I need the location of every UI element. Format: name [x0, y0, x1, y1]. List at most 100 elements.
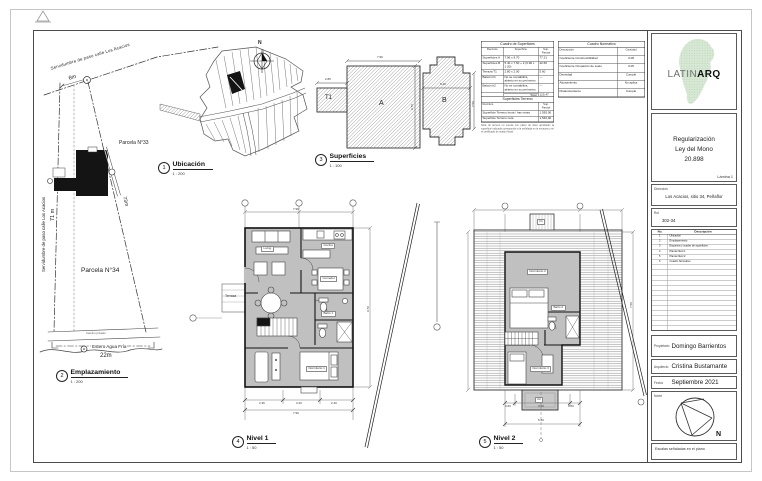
logo-wordmark: LATINARQ — [652, 69, 736, 80]
callout-number: 2 — [56, 370, 68, 382]
table-cell: No aplica — [617, 81, 645, 89]
superficies-terreno-table: Superficies Terreno Recintos Sup. Parcia… — [481, 96, 554, 134]
index-row-empty — [652, 265, 736, 271]
index-desc: Planta Nivel 1 — [669, 249, 686, 253]
norte-label: Norte — [654, 393, 663, 398]
parcela-33-label: Parcela N°33 — [119, 140, 149, 146]
project-line2: Ley del Mono — [675, 145, 713, 153]
logo-arq: ARQ — [697, 69, 721, 80]
title-block: LATINARQ Regularización Ley del Mono 20.… — [648, 31, 742, 463]
total-label: Total — [503, 92, 539, 98]
callout-number: 5 — [479, 436, 491, 448]
direccion-value: Los Acacios, sitio 34, Peñaflor — [665, 194, 723, 199]
direccion-label: Dirección — [654, 186, 668, 191]
index-row-empty — [652, 321, 736, 327]
logo-box: LATINARQ — [651, 33, 737, 110]
callout-title: Nivel 2 — [493, 435, 524, 444]
n1-dim-total: 7.96 — [293, 411, 299, 415]
table-cell: 77.21 — [538, 56, 554, 62]
corner-mark-icon — [35, 10, 51, 23]
callout-number: 4 — [232, 436, 244, 448]
table-cell: — — [538, 84, 554, 93]
index-desc: Emplazamiento — [669, 239, 688, 243]
dim-b-h: 7.50 — [470, 101, 475, 107]
north-arrow-icon — [675, 397, 715, 437]
fecha-box: Fecha Septiembre 2021 — [651, 376, 737, 389]
dim-b-w: 5.40 — [440, 82, 446, 86]
nivel2-plan-drawing — [465, 202, 647, 442]
estero-label: Estero Agua Fría — [91, 344, 128, 349]
room-bano1: Baño 1 — [321, 311, 336, 317]
index-no: 2 — [652, 239, 668, 245]
room-dormitorio1: Dormitorio 1 — [306, 366, 328, 372]
room-cocina: Cocina — [321, 243, 336, 249]
index-row-empty — [652, 280, 736, 286]
callout-title: Ubicación — [172, 161, 213, 170]
direccion-box: Dirección Los Acacios, sitio 34, Peñaflo… — [651, 184, 737, 206]
room-bano2: Baño 2 — [551, 305, 566, 311]
nivel1-plan-drawing — [189, 199, 441, 449]
dim-t1-w: 2.80 — [325, 77, 331, 81]
dim-71m: 71 m — [50, 208, 56, 221]
table-title: Cuadro de Superficies — [481, 42, 554, 48]
dim-a-h: 9.70 — [410, 104, 414, 110]
index-no: 1 — [652, 234, 668, 240]
n2-dim-right: 7.50 — [629, 302, 633, 308]
north-compass-icon — [250, 49, 274, 73]
index-row-empty — [652, 316, 736, 322]
n2-dim-b0: 0.60 — [505, 404, 511, 408]
index-row-empty — [652, 290, 736, 296]
callout-nivel1: 4 Nivel 1 1 : 50 — [232, 435, 277, 450]
table-cell: Superficies B — [481, 61, 504, 70]
table-title: Cuadro Normativo — [558, 42, 645, 48]
callout-scale: 1 : 200 — [70, 378, 83, 384]
n1-dim-top: 7.96 — [293, 206, 299, 211]
table-cell: 1.540,00 — [538, 116, 554, 122]
room-comedor: Comedor — [320, 276, 338, 282]
dim-a-w: 7.96 — [377, 55, 383, 59]
index-desc: Cuadro Normativo — [669, 259, 691, 263]
arquitecto-label: Arquitecto — [654, 364, 669, 369]
table-cell: 42.66 — [538, 61, 554, 70]
rol-label: Rol — [654, 210, 659, 215]
table-cell: Balcón b1 — [481, 75, 504, 85]
north-box: Norte N — [651, 391, 737, 441]
room-living: Living — [261, 246, 274, 252]
table-cell: Superficie Terreno bruta / has netas — [481, 110, 539, 117]
room-terraza: Terraza — [225, 294, 237, 298]
project-line1: Regularización — [673, 136, 715, 143]
index-no: 3 — [652, 244, 668, 250]
room-dormitorio2: Dormitorio 2 — [527, 269, 549, 275]
table-cell: Cumple — [617, 89, 645, 98]
area-b-label: B — [442, 97, 447, 104]
table-cell: 1.595,00 — [538, 111, 554, 117]
col-header: Descripción — [558, 47, 618, 56]
col-header: Superficie — [503, 47, 539, 56]
callout-scale: 1 : 50 — [493, 444, 504, 450]
propietario-value: Domingo Barrientos — [671, 342, 727, 350]
n2-dim-total: 5.40 — [538, 418, 544, 422]
camino-label: Camino privado — [86, 331, 106, 335]
n2-dim-b2: 0.60 — [568, 404, 574, 408]
project-line3: 20.898 — [684, 155, 704, 163]
fecha-value: Septiembre 2021 — [671, 379, 719, 386]
index-col-no: No. — [657, 230, 663, 234]
callout-title: Nivel 1 — [246, 435, 277, 444]
table-cell: No se contabiliza, abierto en su perímet… — [503, 84, 539, 93]
dim-22m: 22m — [100, 353, 112, 359]
arquitecto-box: Arquitecto Cristina Bustamante — [651, 359, 737, 374]
rol-value: 302-34 — [662, 218, 676, 223]
index-row-empty — [652, 326, 736, 330]
location-map-drawing — [159, 46, 308, 157]
table-cell: 5.40 x 7.50 + 2 (0.90 x 1.20) — [503, 61, 539, 70]
table-cell: Balcón b2 — [481, 84, 504, 93]
callout-scale: 1 : 50 — [246, 444, 257, 450]
area-a-label: A — [379, 100, 384, 107]
total-value: 125.47 — [539, 93, 549, 97]
propietario-label: Propietario — [654, 344, 670, 348]
